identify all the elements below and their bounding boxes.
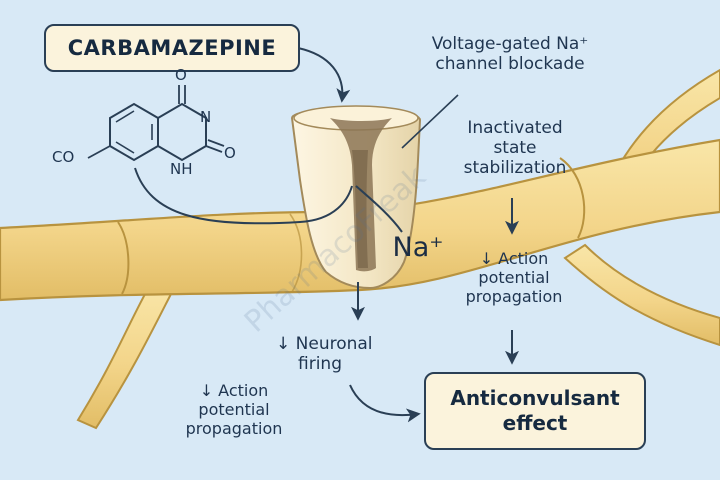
atom-o-right: O	[224, 144, 236, 162]
action-potential-left-label: ↓ Action potential propagation	[158, 381, 310, 439]
atom-nh: NH	[170, 160, 193, 178]
anticonvulsant-effect-box: Anticonvulsant effect	[424, 372, 646, 450]
channel-pore-core	[352, 150, 368, 268]
drug-name: CARBAMAZEPINE	[67, 36, 277, 60]
effect-line-1: Anticonvulsant	[450, 386, 620, 410]
axon-branch-left	[76, 283, 174, 430]
inactivated-line-2: state	[493, 138, 537, 159]
channel-blockade-line-1: Voltage-gated Na⁺	[431, 34, 589, 54]
sodium-pointer-line	[355, 185, 403, 233]
firing-line-1: ↓ Neuronal	[276, 334, 373, 354]
inactivated-line-3: stabilization	[463, 158, 567, 179]
inactivated-state-label: Inactivated state stabilization	[440, 118, 590, 178]
benzene-ring	[109, 102, 159, 162]
atom-n-right: N	[200, 108, 212, 126]
sodium-ion-label: Na⁺	[392, 232, 444, 263]
ap-left-line-2: potential	[198, 399, 270, 419]
action-potential-right-label: ↓ Action potential propagation	[440, 249, 588, 307]
carbonyl-right-bond-2	[207, 139, 225, 147]
drug-name-box: CARBAMAZEPINE	[44, 24, 300, 72]
ap-right-line-1: ↓ Action	[479, 249, 549, 268]
channel-blockade-label: Voltage-gated Na⁺ channel blockade	[400, 34, 620, 74]
channel-blockade-line-2: channel blockade	[435, 54, 585, 75]
pyrimidine-ring	[157, 102, 207, 162]
benzene-inner-bond-1	[115, 110, 135, 123]
ap-left-line-1: ↓ Action	[199, 381, 269, 400]
drug-binding-line	[134, 167, 353, 225]
axon-branch-right	[563, 243, 720, 347]
neuronal-firing-label: ↓ Neuronal firing	[276, 334, 394, 374]
atom-o-top: O	[175, 66, 187, 84]
channel-label-leader	[401, 94, 459, 149]
benzene-inner-bond-3	[115, 141, 135, 154]
ap-left-line-3: propagation	[185, 418, 283, 438]
ap-right-line-2: potential	[478, 267, 550, 287]
arrow-firing-to-effect	[349, 384, 421, 423]
ap-right-line-3: propagation	[465, 286, 563, 306]
firing-line-2: firing	[298, 354, 342, 375]
effect-line-2: effect	[502, 411, 568, 435]
substituent-bond	[87, 145, 111, 159]
atom-co: CO	[52, 148, 75, 166]
axon-node-mid	[289, 213, 303, 293]
carbonyl-right-bond	[205, 145, 223, 153]
inactivated-line-1: Inactivated	[467, 118, 563, 138]
axon-node-right	[559, 157, 586, 239]
arrow-drug-to-channel	[297, 47, 351, 103]
axon-node-left	[117, 221, 130, 295]
